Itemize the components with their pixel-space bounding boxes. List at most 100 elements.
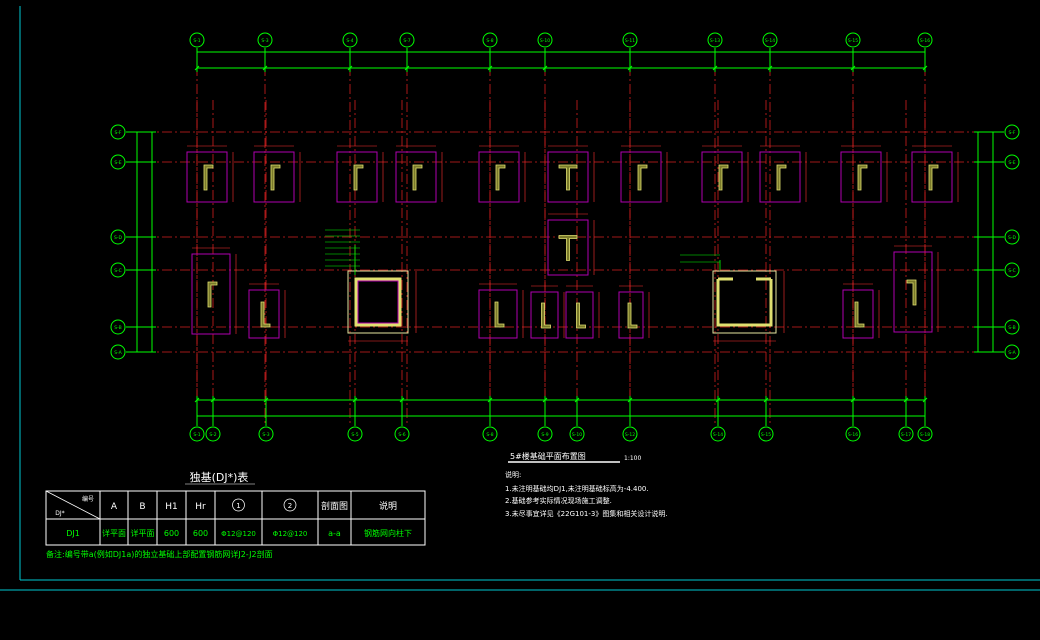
table-corner-top: 编号: [82, 495, 94, 503]
axis-bubble-bottom-S-16: S-16: [845, 426, 861, 442]
svg-text:S-1: S-1: [193, 432, 200, 438]
table-data-cell: 详平面: [131, 528, 155, 538]
svg-text:S-18: S-18: [920, 432, 930, 438]
svg-text:S-13: S-13: [710, 38, 720, 44]
footing: [620, 145, 668, 203]
axis-bubble-top-S-11: S-11: [622, 32, 638, 48]
svg-text:S-E: S-E: [114, 160, 121, 166]
footing: [547, 145, 595, 203]
svg-text:S-F: S-F: [114, 130, 121, 136]
box-footing: [347, 270, 417, 342]
axis-bubble-bottom-S-5: S-5: [347, 426, 363, 442]
note-line-1: 1.未注明基础均DJ1,未注明基础标高为-4.400.: [505, 484, 649, 493]
axis-bubble-left-S-D: S-D: [110, 229, 126, 245]
axis-bubble-top-S-16: S-16: [917, 32, 933, 48]
table-header-circle: [283, 498, 297, 512]
table-title: 独基(DJ*)表: [190, 470, 249, 484]
table-header-cell: B: [139, 502, 145, 512]
footing: [759, 145, 807, 203]
column: [857, 164, 868, 191]
axis-bubble-right-S-C: S-C: [1004, 262, 1020, 278]
axis-bubble-top-S-10: S-10: [537, 32, 553, 48]
axis-bubble-left-S-A: S-A: [110, 344, 126, 360]
column: [353, 164, 364, 191]
table-header-cell: H1: [165, 502, 178, 512]
note-line-2: 2.基础参考实际情况现场施工调整.: [505, 496, 612, 505]
svg-text:S-7: S-7: [403, 38, 410, 44]
axis-bubble-bottom-S-15: S-15: [758, 426, 774, 442]
axis-bubbles-left: S-F S-E S-D S-C S-B S-A: [110, 124, 126, 360]
footing: [618, 285, 650, 339]
svg-text:S-2: S-2: [209, 432, 216, 438]
svg-text:S-16: S-16: [920, 38, 930, 44]
notes-heading: 说明:: [505, 470, 521, 479]
svg-text:S-6: S-6: [398, 432, 405, 438]
table-data-cell: Φ12@120: [221, 530, 256, 538]
footing: [842, 283, 880, 339]
table-data-cell: a-a: [328, 529, 341, 538]
axis-bubble-right-S-F: S-F: [1004, 124, 1020, 140]
svg-text:S-5: S-5: [351, 432, 358, 438]
axis-bubble-bottom-S-1: S-1: [189, 426, 205, 442]
footing: [478, 283, 524, 339]
svg-text:S-C: S-C: [114, 268, 122, 274]
footing: [893, 245, 939, 333]
axis-bubble-top-S-14: S-14: [762, 32, 778, 48]
table-data-cell: 详平面: [102, 528, 126, 538]
svg-text:S-A: S-A: [114, 350, 122, 356]
table-data-cell: 钢筋网向柱下: [364, 528, 412, 538]
dimension-lines: [126, 48, 1004, 426]
svg-text:S-9: S-9: [541, 432, 548, 438]
svg-text:S-F: S-F: [1008, 130, 1015, 136]
table-header-cell: A: [111, 502, 118, 512]
column: [906, 279, 917, 306]
svg-text:S-8: S-8: [486, 38, 493, 44]
axis-bubble-bottom-S-17: S-17: [898, 426, 914, 442]
box-footing: [712, 270, 785, 342]
svg-text:S-12: S-12: [625, 432, 635, 438]
column: [412, 164, 423, 191]
svg-text:S-14: S-14: [765, 38, 775, 44]
footing: [565, 285, 600, 339]
svg-text:S-E: S-E: [1008, 160, 1015, 166]
column: [776, 164, 787, 191]
axis-bubble-left-S-E: S-E: [110, 154, 126, 170]
svg-text:S-4: S-4: [346, 38, 353, 44]
footing: [530, 285, 565, 339]
axis-bubble-bottom-S-6: S-6: [394, 426, 410, 442]
axis-bubble-top-S-7: S-7: [399, 32, 415, 48]
axis-bubble-bottom-S-2: S-2: [205, 426, 221, 442]
leader-annotations: [325, 229, 721, 275]
footing: [911, 145, 959, 203]
column: [637, 164, 648, 191]
table-note: 备注:编号带a(例如DJ1a)的独立基础上部配置钢筋网详J2-J2剖面: [46, 549, 273, 559]
column: [270, 164, 281, 191]
svg-text:S-16: S-16: [848, 432, 858, 438]
axis-bubble-bottom-S-18: S-18: [917, 426, 933, 442]
column: [495, 164, 506, 191]
svg-text:S-15: S-15: [848, 38, 858, 44]
footing: [547, 213, 595, 276]
svg-text:S-C: S-C: [1008, 268, 1016, 274]
axis-bubble-top-S-8: S-8: [482, 32, 498, 48]
grid-lines: [126, 48, 1004, 425]
table-corner-bottom: DJ*: [55, 510, 64, 517]
axis-bubble-right-S-B: S-B: [1004, 319, 1020, 335]
axis-bubble-right-S-A: S-A: [1004, 344, 1020, 360]
svg-text:S-A: S-A: [1008, 350, 1016, 356]
axis-bubble-bottom-S-8: S-8: [482, 426, 498, 442]
svg-text:S-B: S-B: [114, 325, 121, 331]
axis-bubble-bottom-S-14: S-14: [710, 426, 726, 442]
footing: [701, 145, 749, 203]
axis-bubble-top-S-3: S-3: [257, 32, 273, 48]
axis-bubble-bottom-S-3: S-3: [258, 426, 274, 442]
table-header-cell: 说明: [379, 500, 397, 512]
axis-bubble-left-S-B: S-B: [110, 319, 126, 335]
column: [207, 281, 218, 308]
footing: [253, 145, 301, 203]
footing: [186, 145, 234, 203]
